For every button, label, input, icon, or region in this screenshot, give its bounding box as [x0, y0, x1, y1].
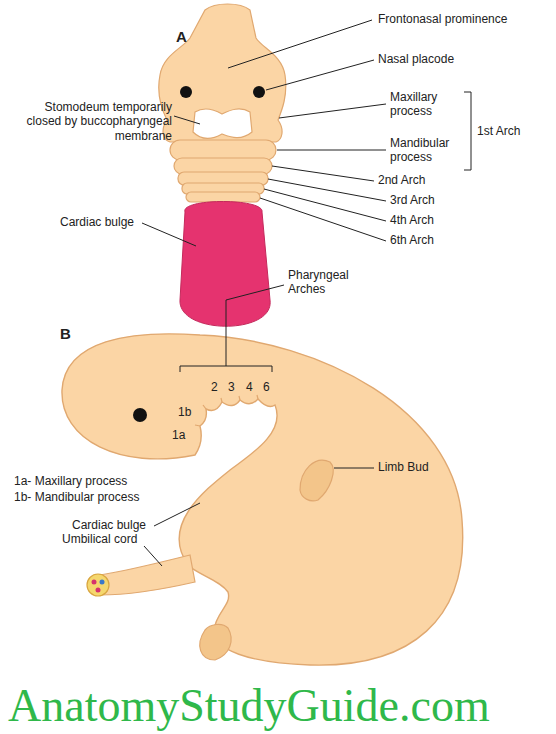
cord-vessel: [92, 580, 97, 585]
eye: [133, 408, 147, 422]
cord-vessel: [100, 580, 105, 585]
label-text: B: [60, 325, 71, 343]
label-text: 3: [228, 380, 235, 394]
leader-line: [334, 468, 374, 469]
label-text: 4: [246, 380, 253, 394]
leader-line: [144, 546, 162, 566]
label-text: Pharyngeal Arches: [288, 268, 368, 297]
mandibular-band: [170, 140, 276, 160]
leader-line: [174, 116, 200, 124]
arch-band: [186, 192, 260, 202]
label-text: Frontonasal prominence: [378, 12, 507, 26]
lower-limb-bud: [200, 624, 231, 660]
leader-line: [142, 223, 196, 246]
nasal-placode: [253, 86, 265, 98]
bracket: [180, 285, 284, 372]
label-text: Cardiac bulge: [72, 518, 146, 532]
watermark: AnatomyStudyGuide.com: [8, 678, 490, 733]
cord-section: [87, 574, 109, 596]
upper-limb-bud: [300, 460, 333, 501]
leader-line: [264, 189, 386, 221]
label-text: 2: [211, 380, 218, 394]
label-text: Maxillary process: [390, 90, 462, 119]
label-text: 2nd Arch: [378, 173, 425, 187]
leader-line: [154, 503, 200, 526]
label-text: 3rd Arch: [390, 193, 435, 207]
leader-line: [272, 166, 374, 181]
leader-line: [260, 198, 386, 241]
stomodeum: [193, 109, 252, 138]
label-text: Cardiac bulge: [60, 215, 134, 229]
label-text: 1b: [178, 405, 191, 419]
nasal-placode: [180, 86, 192, 98]
label-text: 1st Arch: [477, 124, 520, 138]
label-text: 6: [263, 380, 270, 394]
label-text: 6th Arch: [390, 233, 434, 247]
leader-line: [228, 20, 372, 68]
umbilical-cord: [100, 555, 195, 595]
label-text: 4th Arch: [390, 213, 434, 227]
leader-line: [279, 104, 386, 118]
label-text: Umbilical cord: [62, 532, 137, 546]
arch-groove: [195, 395, 258, 426]
head-outline: [159, 4, 286, 142]
label-text: Limb Bud: [378, 460, 429, 474]
leader-line: [277, 150, 386, 151]
bracket: [464, 92, 471, 170]
label-text: A: [176, 28, 187, 46]
label-text: 1a- Maxillary process: [14, 474, 127, 488]
leader-line: [266, 60, 374, 90]
label-text: 1a: [172, 428, 185, 442]
leader-line: [268, 179, 386, 201]
label-text: 1b- Mandibular process: [14, 490, 139, 504]
label-text: Mandibular process: [390, 136, 462, 165]
label-text: Stomodeum temporarily closed by buccopha…: [8, 100, 172, 143]
cardiac-bulge: [180, 202, 270, 327]
cord-vessel: [96, 588, 101, 593]
label-text: Nasal placode: [378, 52, 454, 66]
